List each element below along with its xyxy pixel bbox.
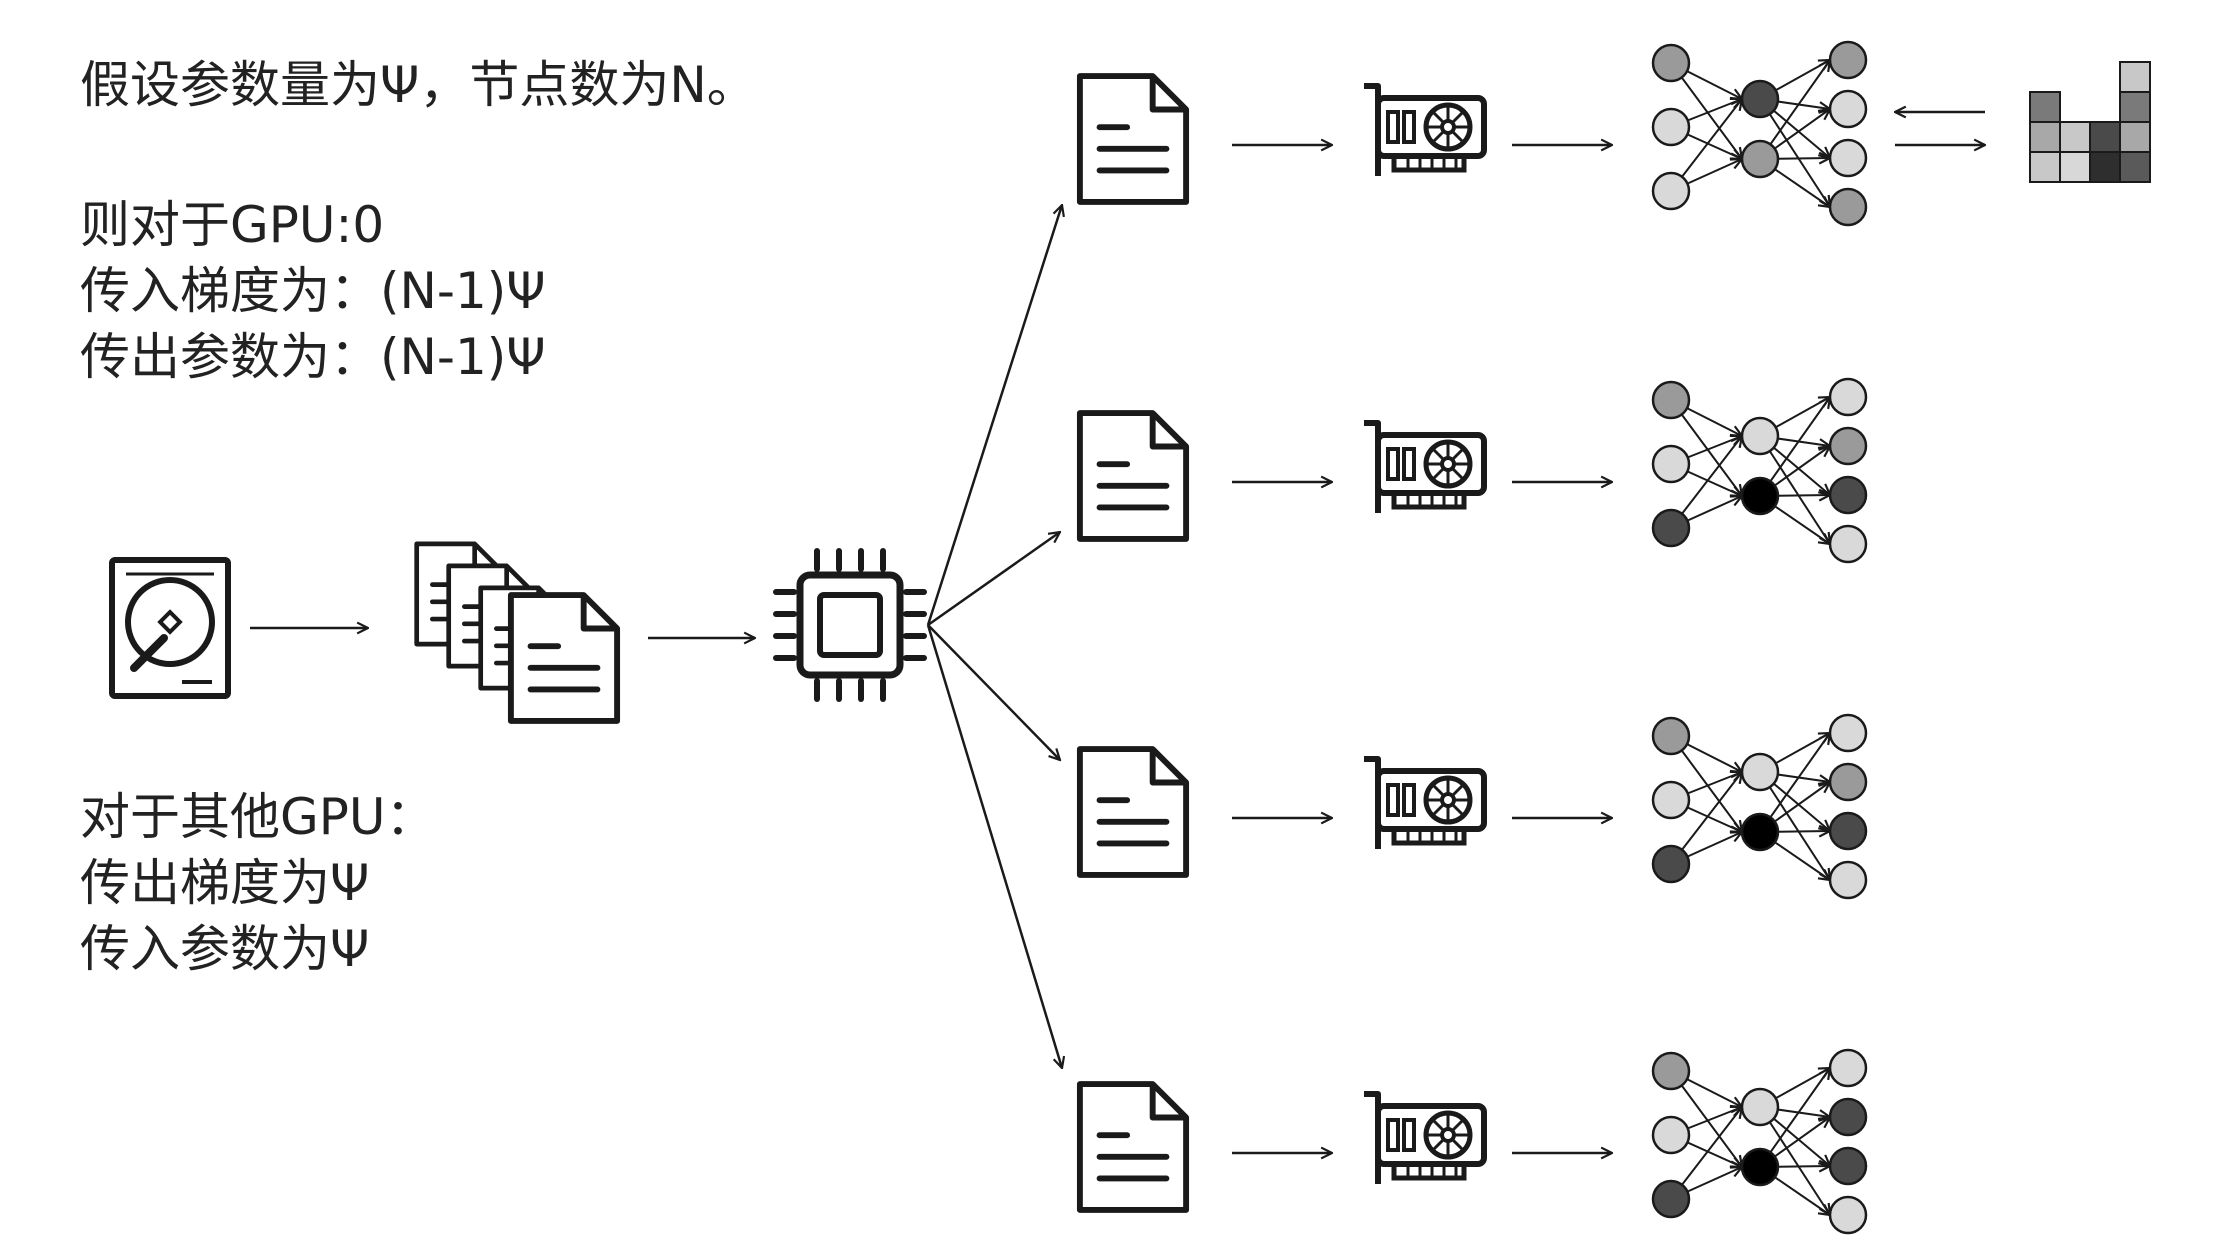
nn-edge [1759,1068,1830,1168]
nn-output-node [1828,1146,1868,1186]
nn-hidden-node [1740,416,1780,456]
nn-hidden-node [1740,752,1780,792]
document-stack-icon [417,544,617,721]
nn-edge [1670,772,1742,865]
nn-output-node [1828,1097,1868,1137]
gpu-row [1080,377,1868,564]
block-cell [2089,151,2121,183]
block-cell [2119,121,2151,153]
neural-network-icon [1651,1048,1868,1235]
block-cell [2119,91,2151,123]
gpu0-params-out: 传出参数为：(N-1)Ψ [80,328,546,386]
nn-input-node [1651,844,1691,884]
nn-edge [1670,62,1742,159]
nn-output-node [1828,860,1868,900]
nn-output-node [1828,524,1868,564]
assumption-line: 假设参数量为Ψ，节点数为N。 [80,56,757,114]
nn-input-node [1651,508,1691,548]
nn-edge [1759,771,1830,880]
other-gpu-heading: 对于其他GPU： [80,788,436,846]
block-cell [2119,61,2151,93]
gpu-row [1080,1048,1868,1235]
nn-input-node [1651,171,1691,211]
nn-edge [1670,1107,1742,1200]
gpu-card-icon [1364,86,1484,176]
nn-edge [1670,399,1742,496]
nn-edge [1759,60,1830,160]
other-gpu-gradient-out: 传出梯度为Ψ [80,854,370,912]
nn-edge [1759,435,1830,544]
block-cell [2089,121,2121,153]
nn-edge [1759,1106,1830,1215]
nn-hidden-node [1740,1147,1780,1187]
nn-input-node [1651,780,1691,820]
gpu-rows [1080,40,1868,1235]
nn-edge [1670,436,1742,529]
nn-input-node [1651,1115,1691,1155]
gpu-card-icon [1364,1094,1484,1184]
neural-network-icon [1651,40,1868,227]
cpu-chip-icon [773,548,927,702]
gpu-card-icon [1364,759,1484,849]
block-cell [2029,121,2061,153]
bar-blocks-icon [2029,61,2151,183]
nn-output-node [1828,138,1868,178]
nn-hidden-node [1740,476,1780,516]
nn-input-node [1651,43,1691,83]
neural-network-icon [1651,713,1868,900]
nn-input-node [1651,1179,1691,1219]
nn-edge [1759,98,1830,207]
nn-hidden-node [1740,812,1780,852]
nn-output-node [1828,713,1868,753]
nn-hidden-node [1740,139,1780,179]
gpu0-gradient-in: 传入梯度为：(N-1)Ψ [80,262,546,320]
nn-edge [1759,733,1830,833]
pipeline-arrows [250,205,1062,1068]
nn-output-node [1828,187,1868,227]
document-icon [1080,413,1186,539]
block-cell [2029,151,2061,183]
nn-output-node [1828,1048,1868,1088]
nn-output-node [1828,475,1868,515]
nn-output-node [1828,426,1868,466]
hard-drive-icon [109,557,231,699]
nn-output-node [1828,762,1868,802]
document-icon [1080,749,1186,875]
nn-input-node [1651,1051,1691,1091]
nn-output-node [1828,811,1868,851]
nn-input-node [1651,716,1691,756]
block-cell [2029,91,2061,123]
neural-network-icon [1651,377,1868,564]
nn-edge [1670,1070,1742,1167]
document-icon [1080,1084,1186,1210]
nn-output-node [1828,89,1868,129]
gpu0-heading: 则对于GPU:0 [80,196,385,254]
nn-edge [1670,735,1742,832]
nn-output-node [1828,1195,1868,1235]
gpu-row [1080,713,1868,900]
block-cell [2119,151,2151,183]
nn-input-node [1651,444,1691,484]
nn-hidden-node [1740,79,1780,119]
nn-output-node [1828,40,1868,80]
block-cell [2059,121,2091,153]
nn-edge [1759,397,1830,497]
gpu-card-icon [1364,423,1484,513]
nn-hidden-node [1740,1087,1780,1127]
document-icon [1080,76,1186,202]
nn-output-node [1828,377,1868,417]
gpu-row [1080,40,1868,227]
block-cell [2059,151,2091,183]
nn-input-node [1651,380,1691,420]
nn-input-node [1651,107,1691,147]
other-gpu-params-in: 传入参数为Ψ [80,920,370,978]
exchange-arrows [1895,112,1985,145]
nn-edge [1670,99,1742,192]
